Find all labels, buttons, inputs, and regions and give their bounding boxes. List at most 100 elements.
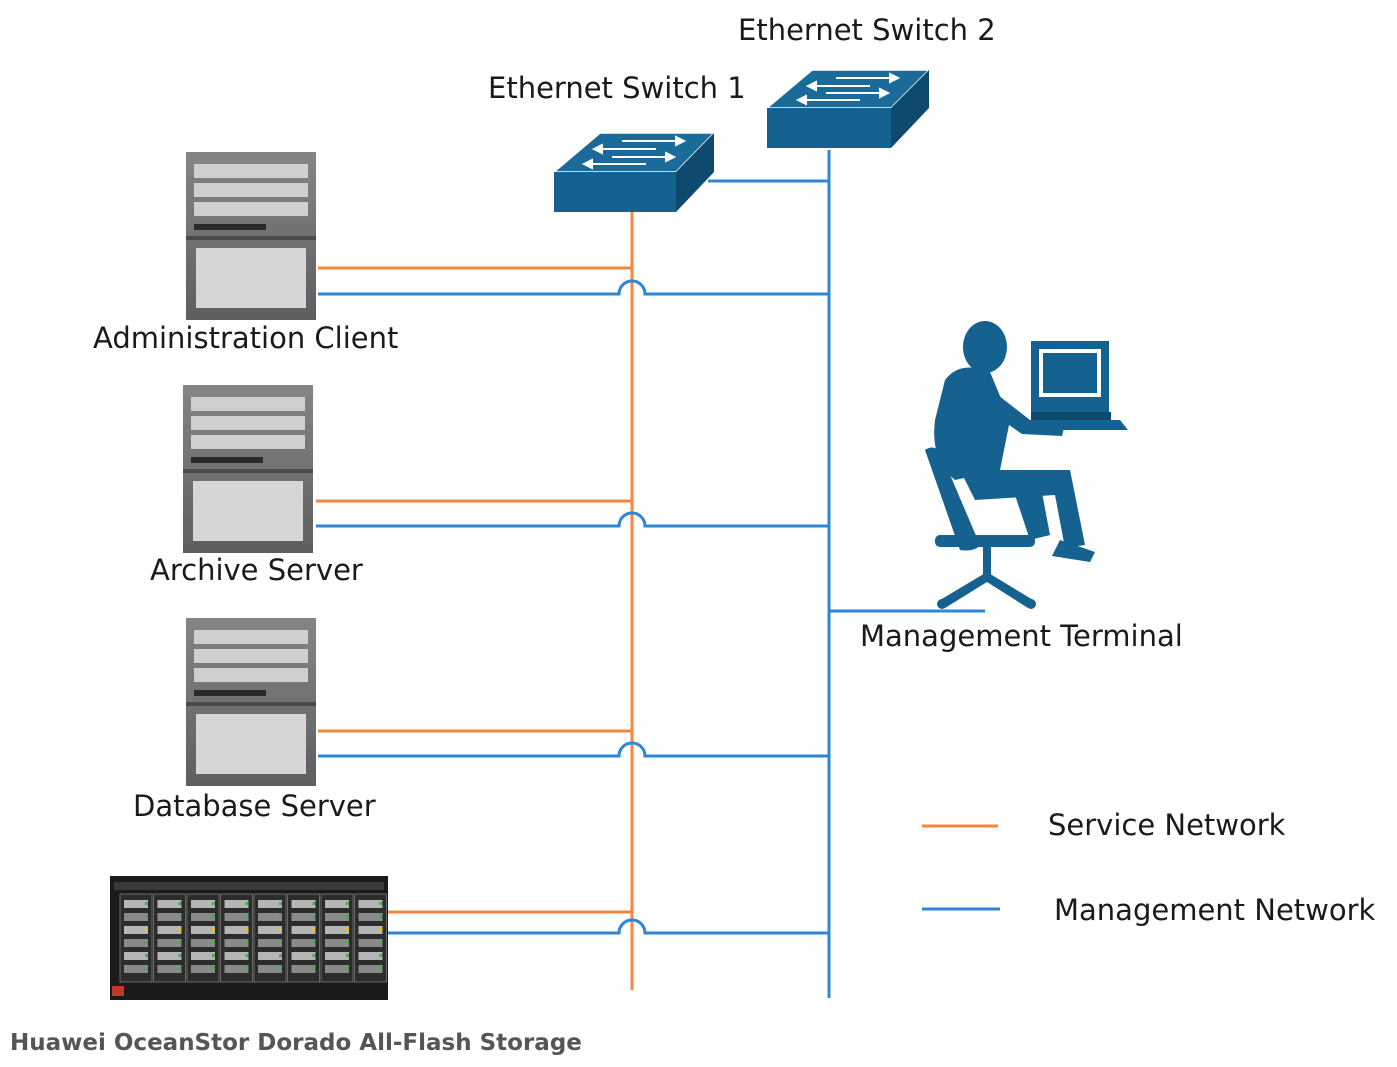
storage-drive-slot: [325, 939, 349, 947]
storage-drive-slot: [358, 965, 383, 973]
storage-drive-slot: [325, 913, 349, 921]
storage-drive-slot: [358, 939, 383, 947]
storage-led: [346, 928, 349, 931]
storage-led: [379, 954, 383, 957]
storage-led: [145, 967, 148, 970]
storage-led: [279, 954, 282, 957]
ethernet-switch-2-icon: [764, 69, 931, 148]
administration-client-server-icon: [186, 152, 316, 320]
storage-drive-slot: [124, 900, 148, 908]
storage-drive-slot: [258, 913, 282, 921]
storage-led: [178, 902, 182, 905]
archive-server-management-link: [316, 511, 829, 528]
storage-drive-slot: [191, 913, 215, 921]
storage-led: [346, 941, 349, 944]
storage-drive-slot: [157, 952, 182, 960]
storage-drive-slot: [291, 952, 316, 960]
storage-led: [312, 967, 316, 970]
archive-server-label: Archive Server: [150, 553, 363, 587]
storage-drive-slot: [191, 926, 215, 934]
legend-management-label: Management Network: [1054, 893, 1376, 927]
storage-led: [379, 941, 383, 944]
storage-drive-slot: [291, 900, 316, 908]
management-terminal-label: Management Terminal: [860, 619, 1183, 653]
storage-led: [346, 954, 349, 957]
storage-led: [245, 941, 249, 944]
storage-led: [245, 928, 249, 931]
administration-client-label: Administration Client: [93, 321, 399, 355]
storage-drive-slot: [358, 913, 383, 921]
storage-led: [379, 902, 383, 905]
storage-led: [346, 915, 349, 918]
storage-led: [245, 915, 249, 918]
archive-server-server-icon: [183, 385, 313, 553]
storage-drive-slot: [124, 939, 148, 947]
ethernet-switch-1-label: Ethernet Switch 1: [488, 71, 746, 105]
management-terminal-icon: [925, 321, 1128, 609]
storage-drive-slot: [157, 965, 182, 973]
storage-led: [279, 915, 282, 918]
storage-drive-slot: [191, 939, 215, 947]
storage-led: [245, 954, 249, 957]
storage-led: [379, 967, 383, 970]
storage-drive-slot: [358, 952, 383, 960]
storage-drive-slot: [325, 900, 349, 908]
storage-management-link: [388, 918, 829, 935]
ethernet-switch-1-icon: [551, 132, 716, 212]
storage-drive-slot: [157, 913, 182, 921]
database-server-server-icon: [186, 618, 316, 786]
storage-drive-slot: [224, 900, 249, 908]
storage-drive-slot: [358, 900, 383, 908]
storage-led: [379, 915, 383, 918]
storage-drive-slot: [291, 939, 316, 947]
storage-led: [145, 941, 148, 944]
ethernet-switch-2-label: Ethernet Switch 2: [738, 13, 996, 47]
storage-led: [312, 954, 316, 957]
storage-drive-slot: [325, 965, 349, 973]
storage-led: [312, 928, 316, 931]
storage-drive-slot: [258, 952, 282, 960]
storage-led: [178, 954, 182, 957]
storage-led: [178, 967, 182, 970]
storage-led: [212, 954, 215, 957]
storage-led: [212, 967, 215, 970]
storage-led: [279, 941, 282, 944]
storage-drive-slot: [224, 939, 249, 947]
storage-drive-slot: [291, 913, 316, 921]
storage-drive-slot: [258, 900, 282, 908]
storage-led: [145, 915, 148, 918]
storage-drive-slot: [124, 965, 148, 973]
storage-led: [379, 928, 383, 931]
storage-caption: Huawei OceanStor Dorado All-Flash Storag…: [10, 1030, 582, 1056]
storage-led: [312, 902, 316, 905]
storage-led: [279, 928, 282, 931]
storage-drive-slot: [224, 913, 249, 921]
storage-led: [279, 967, 282, 970]
storage-led: [145, 928, 148, 931]
storage-drive-slot: [258, 965, 282, 973]
storage-drive-slot: [191, 965, 215, 973]
storage-led: [212, 928, 215, 931]
storage-drive-slot: [124, 913, 148, 921]
storage-drive-slot: [157, 926, 182, 934]
storage-led: [145, 954, 148, 957]
storage-drive-slot: [191, 952, 215, 960]
storage-drive-slot: [325, 926, 349, 934]
storage-led: [346, 967, 349, 970]
storage-led: [312, 941, 316, 944]
storage-drive-slot: [224, 965, 249, 973]
storage-drive-slot: [358, 926, 383, 934]
database-server-management-link: [318, 741, 829, 758]
storage-led: [212, 915, 215, 918]
storage-led: [212, 941, 215, 944]
storage-drive-slot: [124, 926, 148, 934]
storage-drive-slot: [258, 926, 282, 934]
storage-led: [245, 967, 249, 970]
storage-led: [346, 902, 349, 905]
storage-drive-slot: [224, 952, 249, 960]
legend-service-label: Service Network: [1048, 808, 1286, 842]
storage-drive-slot: [325, 952, 349, 960]
storage-drive-slot: [124, 952, 148, 960]
storage-led: [145, 902, 148, 905]
